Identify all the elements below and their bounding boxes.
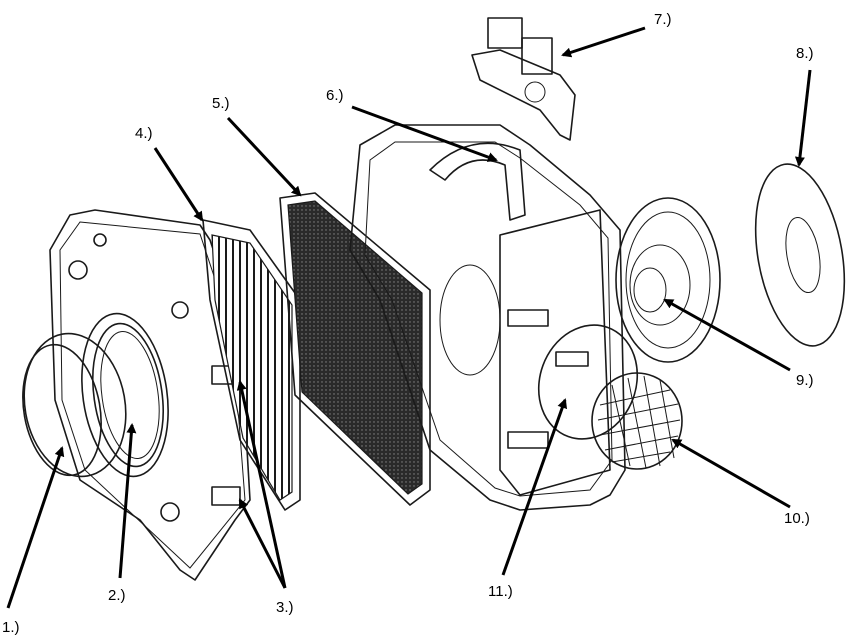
callout-label-4: 4.) [135, 125, 153, 142]
arrow-11 [501, 398, 568, 576]
arrow-2 [118, 423, 137, 579]
arrow-1 [6, 446, 65, 609]
callout-label-11: 11.) [488, 583, 513, 600]
callout-labels: 1.) 2.) 3.) 4.) 5.) 6.) 7.) 8.) 9.) 10.)… [2, 11, 814, 636]
inlet-ring [81, 312, 169, 478]
arrow-10 [671, 438, 791, 509]
pre-filter [202, 219, 301, 511]
arrow-7 [561, 26, 646, 58]
arrow-3b [238, 498, 287, 589]
callout-label-5: 5.) [212, 95, 230, 112]
callout-label-6: 6.) [326, 87, 344, 104]
callout-label-8: 8.) [796, 45, 814, 62]
callout-label-9: 9.) [796, 372, 814, 389]
control-board [471, 17, 576, 141]
callout-label-7: 7.) [654, 11, 672, 28]
callout-label-10: 10.) [784, 510, 810, 527]
inlet-cap [22, 332, 127, 478]
hepa-filter [279, 192, 431, 506]
arrow-4 [153, 147, 204, 222]
callout-label-1: 1.) [2, 619, 20, 636]
carry-handle [429, 142, 526, 221]
gasket-plate [754, 163, 846, 347]
arrow-5 [226, 116, 302, 197]
arrow-6 [351, 105, 498, 162]
arrow-8 [794, 69, 812, 167]
arrow-9 [663, 298, 791, 372]
callout-arrows [6, 26, 812, 609]
outlet-grille [591, 372, 683, 470]
callout-label-3: 3.) [276, 599, 294, 616]
main-housing [349, 124, 626, 511]
callout-label-2: 2.) [108, 587, 126, 604]
fan-motor [615, 197, 721, 363]
arrow-3a [236, 380, 287, 589]
